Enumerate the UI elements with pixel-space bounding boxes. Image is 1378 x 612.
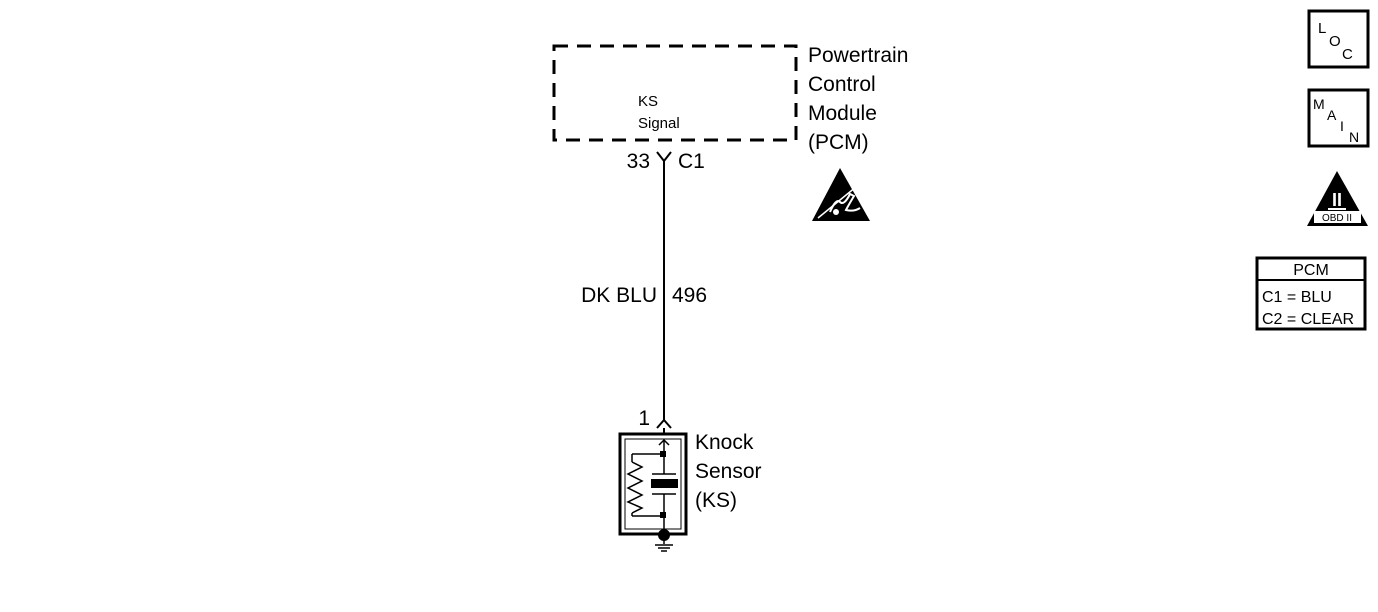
wire-color-label: DK BLU xyxy=(581,284,657,307)
pcm-connector-id: C1 xyxy=(678,150,705,173)
pcm-signal-label-2: Signal xyxy=(638,115,680,132)
obd-ii-icon[interactable]: II OBD II xyxy=(1307,171,1368,226)
pcm-signal-label-1: KS xyxy=(638,93,658,110)
loc-letter-3: C xyxy=(1342,46,1353,63)
obd-label: OBD II xyxy=(1322,213,1352,224)
esd-warning-icon xyxy=(812,168,870,221)
sensor-connector-pin: 1 xyxy=(638,407,650,430)
main-letter-4: N xyxy=(1349,129,1359,145)
sensor-name-line-1: Knock xyxy=(695,431,754,454)
pcm-table-title: PCM xyxy=(1293,262,1329,279)
pcm-table-row-1: C1 = BLU xyxy=(1262,289,1332,306)
obd-numeral: II xyxy=(1332,190,1342,210)
pcm-connector-table: PCM C1 = BLU C2 = CLEAR xyxy=(1255,256,1367,331)
pcm-name-line-4: (PCM) xyxy=(808,131,869,154)
pcm-connector-pin: 33 xyxy=(627,150,650,173)
main-letter-2: A xyxy=(1327,107,1337,123)
wire-circuit-label: 496 xyxy=(672,284,707,307)
pcm-name-line-2: Control xyxy=(808,73,876,96)
loc-letter-2: O xyxy=(1329,33,1341,50)
pcm-name-line-3: Module xyxy=(808,102,877,125)
pcm-table-row-2: C2 = CLEAR xyxy=(1262,311,1354,328)
sensor-connector-symbol xyxy=(656,418,672,429)
main-letter-1: M xyxy=(1313,96,1325,112)
sensor-name-line-3: (KS) xyxy=(695,489,737,512)
main-icon[interactable]: M A I N xyxy=(1307,88,1370,148)
pcm-connector-symbol xyxy=(656,151,672,163)
pcm-module-box xyxy=(552,44,798,142)
sensor-name-line-2: Sensor xyxy=(695,460,762,483)
loc-letter-1: L xyxy=(1318,20,1326,37)
knock-sensor-symbol xyxy=(618,432,688,544)
loc-icon[interactable]: L O C xyxy=(1307,9,1370,69)
main-letter-3: I xyxy=(1340,118,1344,134)
ground-icon xyxy=(655,544,673,552)
pcm-name-line-1: Powertrain xyxy=(808,44,908,67)
